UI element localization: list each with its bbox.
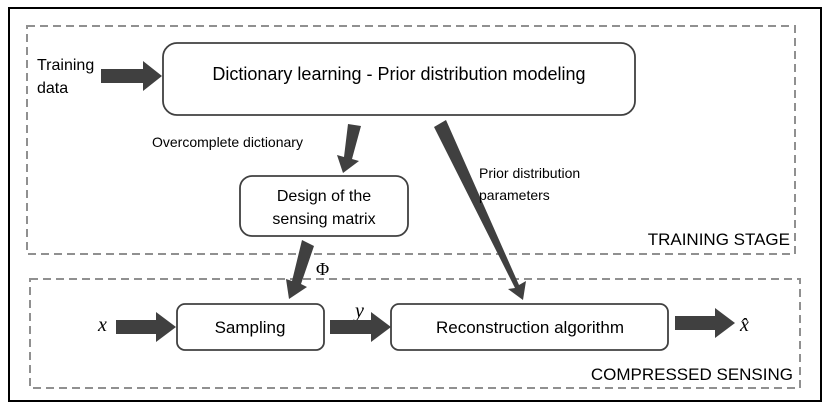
- overcomplete-dictionary-arrow: [337, 124, 361, 173]
- dictionary-learning-label: Dictionary learning - Prior distribution…: [212, 64, 585, 84]
- training-data-label: Training: [37, 57, 94, 74]
- y-symbol: y: [353, 300, 364, 322]
- training-stage-label: TRAINING STAGE: [648, 230, 790, 249]
- sampling-box: [176, 303, 325, 351]
- reconstruction-algorithm-label: Reconstruction algorithm: [436, 318, 624, 337]
- dictionary-learning-box: [162, 42, 636, 116]
- sampling-label: Sampling: [215, 318, 286, 337]
- prior-parameters-arrow: [434, 120, 526, 300]
- design-sensing-matrix-box: [239, 175, 409, 237]
- prior-parameters-label-2: parameters: [479, 187, 550, 203]
- prior-parameters-label: Prior distribution: [479, 165, 580, 181]
- reconstruction-algorithm-box: [390, 303, 669, 351]
- training-stage-region: [26, 25, 796, 255]
- input-x-symbol: x: [97, 314, 107, 336]
- design-sensing-matrix-label: Design of the: [277, 188, 371, 205]
- measurement-y-arrow: [330, 312, 391, 342]
- output-x-hat-symbol: x̂: [739, 314, 749, 336]
- design-sensing-matrix-label-2: sensing matrix: [272, 211, 375, 228]
- sensing-matrix-arrow: [286, 240, 314, 299]
- overcomplete-dictionary-label: Overcomplete dictionary: [152, 134, 303, 150]
- training-data-label-2: data: [37, 80, 68, 97]
- phi-symbol: Φ: [316, 259, 329, 279]
- input-x-arrow: [116, 312, 176, 342]
- output-arrow: [675, 308, 735, 338]
- outer-frame: [8, 7, 822, 402]
- training-data-arrow: [101, 61, 162, 91]
- compressed-sensing-label: COMPRESSED SENSING: [591, 365, 793, 384]
- compressed-sensing-region: [29, 278, 801, 389]
